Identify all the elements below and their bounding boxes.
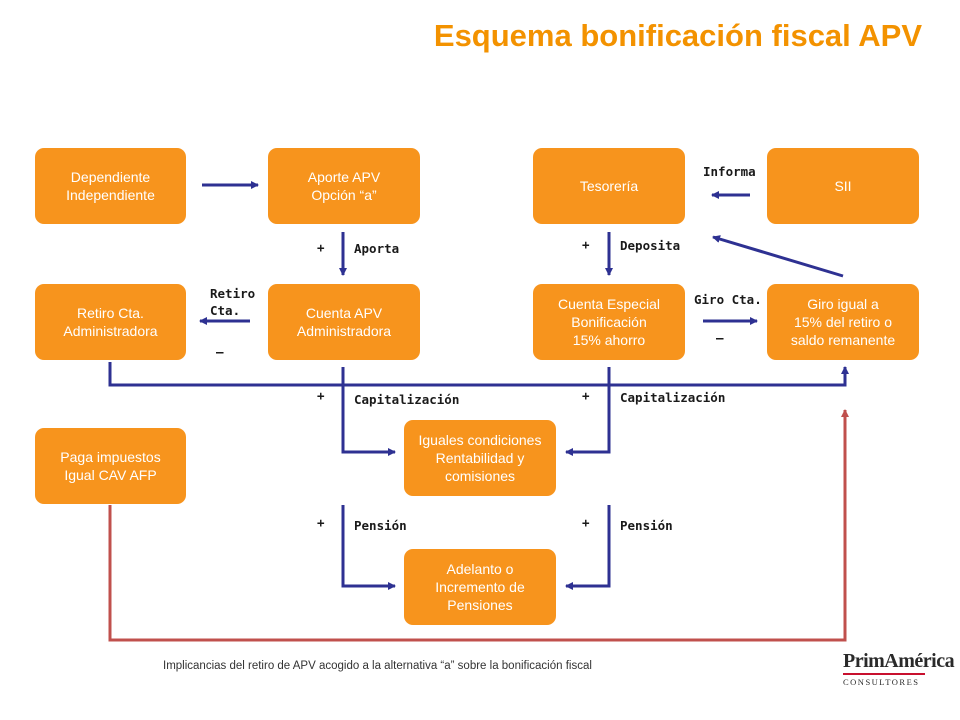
arrow-pension-left	[341, 505, 396, 590]
label-pension-right: Pensión	[620, 518, 673, 533]
box-giro: Giro igual a 15% del retiro o saldo rema…	[767, 284, 919, 360]
sign-plus: +	[317, 515, 325, 530]
arrow-pension-right	[565, 505, 611, 590]
box-sii: SII	[767, 148, 919, 224]
label-capitalizacion-right: Capitalización	[620, 390, 726, 405]
box-dependiente: Dependiente Independiente	[35, 148, 186, 224]
sign-minus: –	[716, 330, 724, 345]
label-retiro-cta-2: Cta.	[210, 303, 241, 318]
box-adelanto-pensiones: Adelanto o Incremento de Pensiones	[404, 549, 556, 625]
sign-plus: +	[582, 388, 590, 403]
sign-plus: +	[582, 237, 590, 252]
connector-paga-to-giro	[108, 409, 849, 642]
box-cuenta-especial: Cuenta Especial Bonificación 15% ahorro	[533, 284, 685, 360]
sign-plus: +	[582, 515, 590, 530]
arrow-giro-to-tesoreria	[712, 235, 844, 278]
logo-name: PrimAmérica	[843, 650, 955, 672]
label-retiro-cta-1: Retiro	[210, 286, 256, 301]
label-giro-cta: Giro Cta.	[694, 292, 762, 307]
arrow-cuenta-especial-to-iguales	[565, 367, 611, 456]
primamerica-logo: PrimAmérica CONSULTORES	[843, 650, 955, 687]
box-aporte-apv: Aporte APV Opción “a”	[268, 148, 420, 224]
box-paga-impuestos: Paga impuestos Igual CAV AFP	[35, 428, 186, 504]
connector-retiro-to-giro	[108, 362, 849, 387]
footer-caption: Implicancias del retiro de APV acogido a…	[163, 660, 592, 672]
logo-rule	[843, 673, 925, 675]
sign-plus: +	[317, 240, 325, 255]
label-aporta: Aporta	[354, 241, 400, 256]
box-retiro-cta: Retiro Cta. Administradora	[35, 284, 186, 360]
box-iguales-condiciones: Iguales condiciones Rentabilidad y comis…	[404, 420, 556, 496]
box-cuenta-apv: Cuenta APV Administradora	[268, 284, 420, 360]
arrow-cuenta-apv-to-iguales	[341, 367, 396, 456]
label-informa: Informa	[703, 164, 756, 179]
logo-subtitle: CONSULTORES	[843, 677, 920, 687]
box-tesoreria: Tesorería	[533, 148, 685, 224]
label-pension-left: Pensión	[354, 518, 407, 533]
page-title: Esquema bonificación fiscal APV	[433, 18, 922, 53]
label-capitalizacion-left: Capitalización	[354, 392, 460, 407]
label-deposita: Deposita	[620, 238, 681, 253]
sign-plus: +	[317, 388, 325, 403]
sign-minus: –	[216, 344, 224, 359]
